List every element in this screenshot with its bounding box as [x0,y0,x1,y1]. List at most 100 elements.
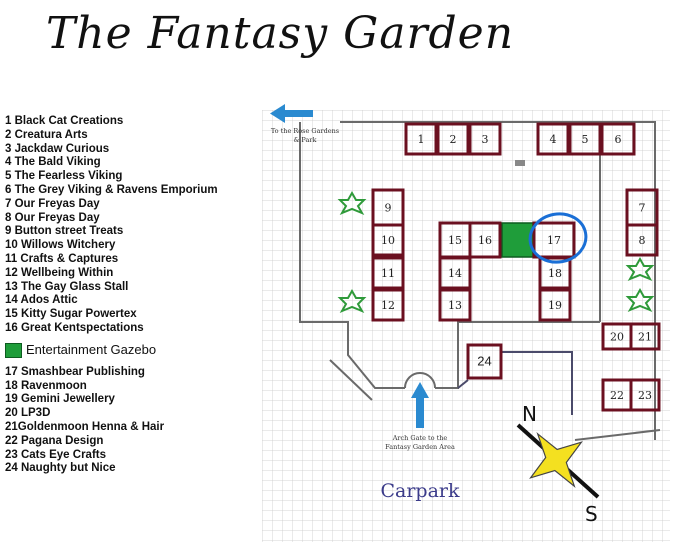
stall-box [466,343,503,380]
stall-number: 19 [548,299,562,312]
star-icon [337,190,367,215]
legend-item: 20 LP3D [5,407,51,420]
legend-item: 6 The Grey Viking & Ravens Emporium [5,183,218,196]
stall-box [371,223,405,257]
stall-box [625,223,659,257]
stall-number: 22 [610,389,624,402]
stall-24[interactable]: 24 [466,343,503,380]
legend-item: 5 The Fearless Viking [5,170,123,183]
stall-box [629,322,661,351]
legend-entertainment-label: Entertainment Gazebo [26,342,157,358]
legend-item: 17 Smashbear Publishing [5,365,145,378]
legend-item: 22 Pagana Design [5,434,104,447]
stall-box [568,122,602,156]
legend-item: 15 Kitty Sugar Powertex [5,308,137,321]
stall-19[interactable]: 19 [538,288,572,322]
stall-box [600,122,636,156]
stall-23[interactable]: 23 [629,378,661,412]
legend-item: 7 Our Freyas Day [5,197,100,210]
legend-item: 9 Button street Treats [5,225,124,238]
stall-number: 23 [638,389,652,402]
stall-number: 2 [450,133,457,146]
highlight-circle [528,212,588,264]
stall-3[interactable]: 3 [468,122,502,156]
stall-box [629,378,661,412]
stall-number: 13 [448,299,462,312]
star-icon [625,287,655,312]
stall-box [371,288,405,322]
walkway-link [457,379,469,389]
legend-item: 3 Jackdaw Curious [5,142,110,155]
marker-block [515,160,525,166]
stall-10[interactable]: 10 [371,223,405,257]
arch-gate-arrow-icon [411,382,429,428]
legend-item: 21Goldenmoon Henna & Hair [5,420,165,433]
grid-background [262,110,670,542]
stall-number: 9 [385,202,392,215]
entertainment-gazebo[interactable] [501,222,534,258]
stall-number: 15 [448,234,462,247]
stall-number: 18 [548,267,562,280]
stall-box [436,122,470,156]
stall-number: 3 [482,133,489,146]
garden-boundary [299,121,661,441]
decor-stars [337,190,655,313]
stall-number: 4 [550,133,557,146]
stall-number: 7 [639,202,646,215]
carpark-label: Carpark [380,480,460,502]
page-title: The Fantasy Garden [45,8,515,59]
stall-number: 6 [615,133,622,146]
compass-south: S [585,502,598,526]
stall-number: 14 [448,267,462,280]
stall-number: 17 [547,234,561,247]
stall-18[interactable]: 18 [538,256,572,290]
stall-6[interactable]: 6 [600,122,636,156]
legend-item: 10 Willows Witchery [5,239,116,252]
legend-item: 19 Gemini Jewellery [5,393,115,406]
stall-4[interactable]: 4 [536,122,570,156]
star-icon [625,256,655,281]
stall-number: 10 [381,234,395,247]
stall-number: 16 [478,234,492,247]
stall-box [538,288,572,322]
stall-number: 24 [477,354,491,369]
stall-number: 12 [381,299,395,312]
stall-16[interactable]: 16 [468,221,502,259]
legend-item: 1 Black Cat Creations [5,115,124,127]
legend-item: 24 Naughty but Nice [5,462,116,475]
stall-box [538,256,572,290]
legend-entertainment-gazebo: Entertainment Gazebo [5,342,260,358]
stall-box [438,288,472,322]
gazebo-swatch [5,342,22,358]
stall-11[interactable]: 11 [371,256,405,290]
legend-item: 13 The Gay Glass Stall [5,280,129,293]
stall-box [468,122,502,156]
stall-5[interactable]: 5 [568,122,602,156]
stall-13[interactable]: 13 [438,288,472,322]
stall-2[interactable]: 2 [436,122,470,156]
rose-gardens-arrow-icon [270,104,313,123]
legend-item: 4 The Bald Viking [5,156,101,169]
stall-1[interactable]: 1 [404,122,438,156]
stall-12[interactable]: 12 [371,288,405,322]
stall-number: 5 [582,133,589,146]
compass-icon: N S [516,402,600,526]
walkway-path [500,351,573,415]
legend-item: 2 Creatura Arts [5,128,88,141]
rose-gardens-label: To the Rose Gardens& Park [271,127,339,144]
stall-box [536,122,570,156]
legend-item: 8 Our Freyas Day [5,211,100,224]
legend-item: 16 Great Kentspectations [5,321,144,334]
stall-number: 8 [639,234,646,247]
legend-item: 12 Wellbeing Within [5,266,114,279]
stall-8[interactable]: 8 [625,223,659,257]
stall-21[interactable]: 21 [629,322,661,351]
compass-north: N [522,402,537,426]
legend-item: 14 Ados Attic [5,294,78,307]
